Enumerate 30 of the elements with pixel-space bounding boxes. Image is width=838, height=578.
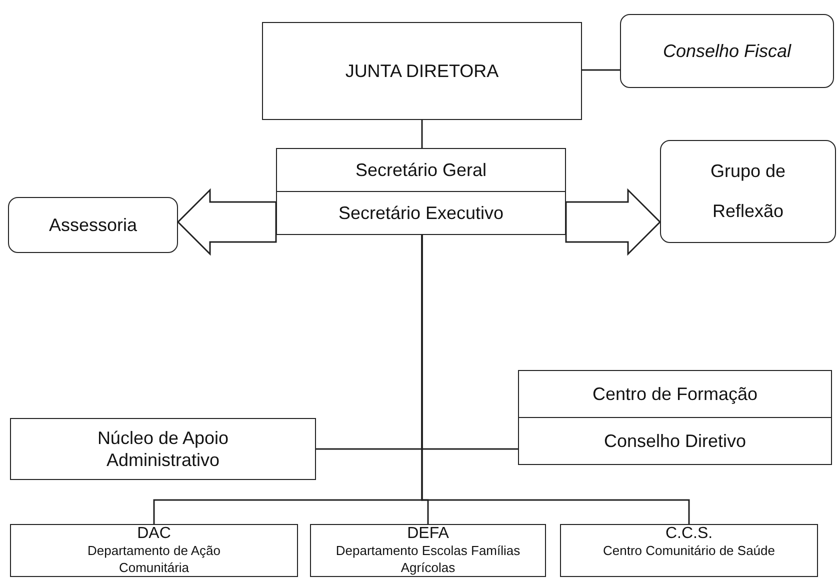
block-arrow — [176, 188, 277, 256]
department-name: Departamento de Ação Comunitária — [86, 542, 222, 577]
connector-line — [582, 69, 620, 71]
org-box — [660, 140, 836, 243]
org-box — [10, 418, 316, 480]
org-box — [276, 148, 566, 235]
org-box — [620, 14, 834, 88]
department-acronym: DAC — [137, 526, 171, 543]
department-name: Departamento Escolas Famílias Agrícolas — [334, 542, 522, 577]
department-acronym: DEFA — [407, 526, 449, 543]
org-box — [262, 22, 582, 120]
org-box — [560, 524, 818, 577]
department-name: Centro Comunitário de Saúde — [602, 542, 776, 560]
box-title: Centro de Formação — [591, 382, 759, 406]
block-arrow — [565, 188, 662, 256]
box-title: JUNTA DIRETORA — [344, 60, 500, 83]
connector-line — [421, 120, 423, 148]
connector-line — [421, 235, 690, 524]
box-title: Grupo de Reflexão — [709, 160, 787, 222]
department-acronym: C.C.S. — [665, 526, 713, 543]
org-box — [8, 197, 178, 253]
box-title: Secretário Executivo — [277, 191, 565, 234]
box-title: Assessoria — [48, 214, 138, 237]
box-title: Conselho Diretivo — [519, 417, 831, 464]
org-box — [310, 524, 546, 577]
box-title: Conselho Fiscal — [662, 40, 792, 63]
box-title: Secretário Geral — [354, 158, 488, 182]
box-title: Núcleo de Apoio Administrativo — [96, 426, 230, 472]
org-box — [518, 370, 832, 465]
org-box — [10, 524, 298, 577]
